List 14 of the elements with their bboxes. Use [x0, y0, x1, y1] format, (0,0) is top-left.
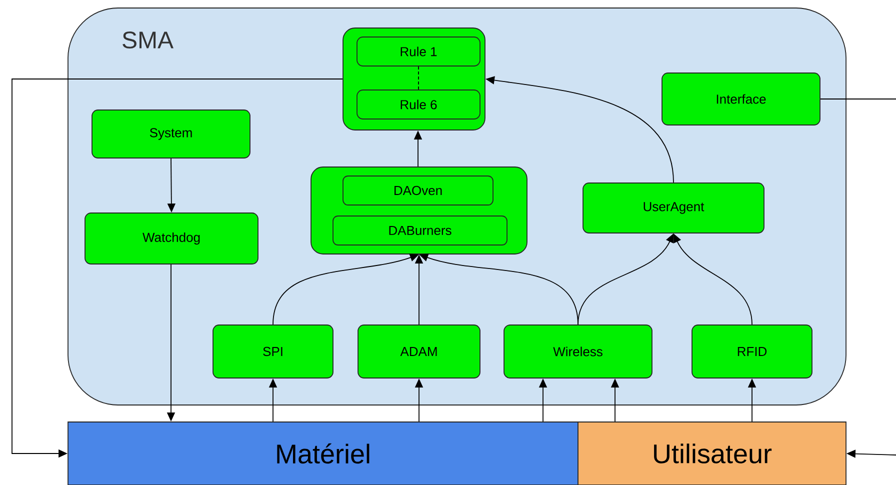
layer-bar: Utilisateur: [578, 422, 846, 485]
agent-box: Wireless: [504, 324, 652, 378]
dotted-line: [418, 66, 419, 90]
agent-box: UserAgent: [582, 182, 764, 234]
agent-box: System: [92, 110, 250, 158]
agent-box: Interface: [662, 72, 820, 126]
agent-box: DAOven: [342, 176, 494, 206]
agent-box: ADAM: [358, 324, 480, 378]
agent-box: DABurners: [332, 216, 508, 246]
agent-box: RFID: [692, 324, 812, 378]
agent-box: SPI: [212, 324, 334, 378]
connector-line: [820, 98, 896, 100]
layer-bar: Matériel: [68, 422, 578, 485]
agent-box: Watchdog: [84, 212, 258, 264]
